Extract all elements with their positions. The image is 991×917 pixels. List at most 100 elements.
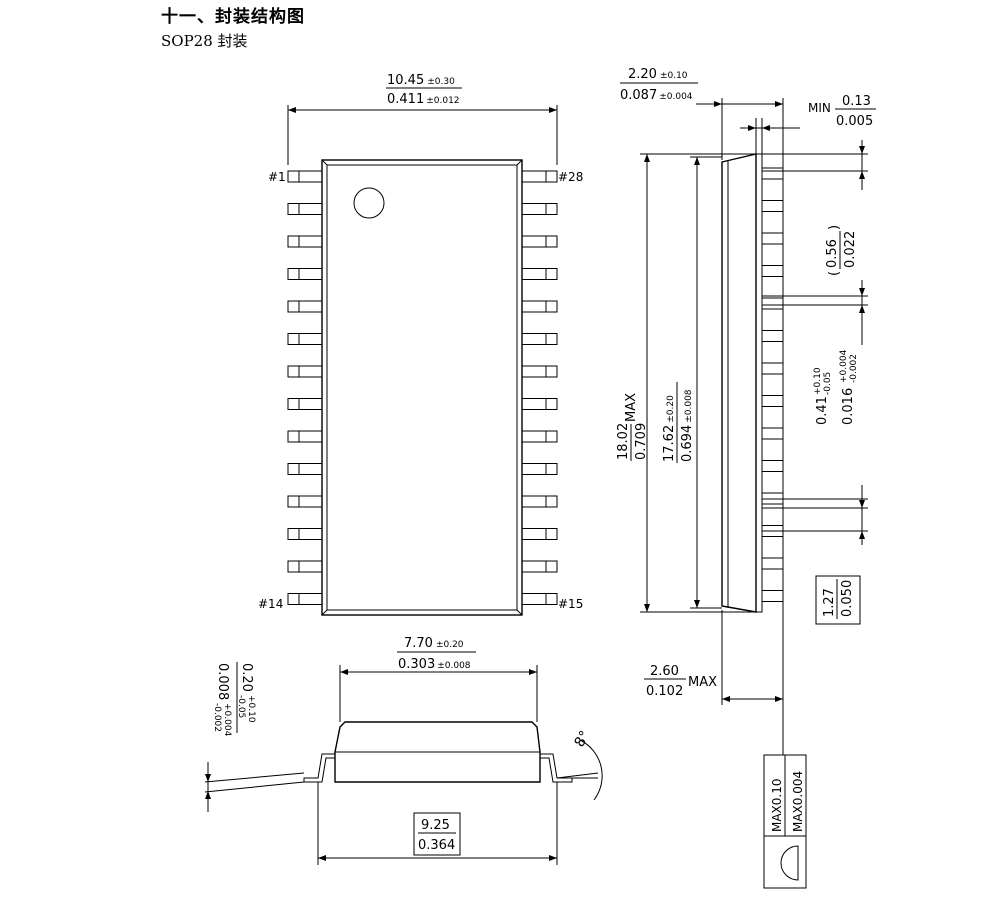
svg-text:0.41: 0.41 — [815, 396, 830, 425]
svg-text:8°: 8° — [572, 728, 594, 750]
left-pin-12 — [287, 528, 323, 540]
coplanarity-callout: MAX0.10 MAX0.004 — [763, 754, 807, 889]
svg-text:0.411±0.012: 0.411±0.012 — [387, 92, 460, 107]
length-max-dimension: 18.02 0.709 MAX — [616, 393, 649, 461]
package-name: SOP28 封装 — [161, 32, 248, 50]
svg-text:0.709: 0.709 — [634, 423, 649, 460]
standoff-dimension: MIN 0.13 0.005 — [808, 94, 876, 129]
side-lead-14 — [761, 590, 784, 602]
svg-text:10.45±0.30: 10.45±0.30 — [387, 73, 455, 88]
svg-text:-0.002: -0.002 — [212, 703, 222, 732]
svg-text:0.087±0.004: 0.087±0.004 — [620, 88, 693, 103]
svg-text:MAX0.004: MAX0.004 — [791, 771, 805, 832]
svg-text:+0.004: +0.004 — [222, 703, 232, 737]
svg-text:0.022: 0.022 — [843, 231, 858, 268]
svg-text:0.13: 0.13 — [842, 94, 871, 109]
svg-text:0.102: 0.102 — [646, 684, 683, 699]
right-pin-18 — [521, 495, 558, 508]
left-pin-14 — [287, 593, 323, 605]
right-pin-26 — [521, 235, 558, 248]
chip-body-inner — [326, 164, 518, 611]
side-height-dimension: 2.20±0.10 0.087±0.004 — [620, 67, 698, 103]
right-pin-row — [521, 170, 558, 605]
side-lead-row — [761, 167, 784, 602]
left-pin-4 — [287, 268, 323, 280]
pin1-marker-dot — [353, 187, 385, 219]
svg-text:MAX: MAX — [688, 675, 717, 690]
svg-text:0.694±0.008: 0.694±0.008 — [680, 389, 695, 462]
svg-text:0.016: 0.016 — [841, 388, 856, 425]
svg-text:2.20±0.10: 2.20±0.10 — [628, 67, 688, 82]
left-pin-7 — [287, 365, 323, 378]
left-pin-6 — [287, 333, 323, 345]
svg-text:0.20: 0.20 — [239, 663, 254, 692]
svg-text:0.050: 0.050 — [840, 580, 855, 617]
width-overall-dimension: 10.45±0.30 0.411±0.012 — [386, 73, 462, 107]
side-lead-4 — [761, 265, 784, 277]
svg-text:-0.05: -0.05 — [823, 372, 833, 395]
left-pin-1 — [287, 170, 323, 183]
left-pin-3 — [287, 235, 323, 248]
svg-text:(: ( — [827, 271, 842, 276]
svg-text:1.27: 1.27 — [822, 588, 837, 617]
svg-text:18.02: 18.02 — [616, 423, 631, 460]
chip-body-outline — [321, 159, 523, 616]
right-pin-19 — [521, 463, 558, 475]
right-pin-24 — [521, 300, 558, 313]
svg-text:MAX0.10: MAX0.10 — [770, 778, 784, 832]
pin1-label: #1 — [268, 170, 286, 184]
right-pin-28 — [521, 170, 558, 183]
svg-text:+0.10: +0.10 — [813, 367, 823, 395]
end-view: 7.70±0.20 0.303±0.008 9.25 0.364 0.20 +0… — [204, 636, 603, 865]
left-pin-10 — [287, 463, 323, 475]
svg-text:7.70±0.20: 7.70±0.20 — [404, 636, 464, 651]
lead-thickness-dimension: 0.20 +0.10 -0.05 0.008 +0.004 -0.002 — [212, 662, 256, 737]
half-circle-symbol — [780, 845, 799, 881]
right-pin-16 — [521, 560, 558, 573]
left-pin-2 — [287, 203, 323, 215]
side-view: 18.02 0.709 MAX 17.62±0.20 0.694±0.008 2… — [616, 67, 876, 889]
svg-text:17.62±0.20: 17.62±0.20 — [662, 395, 677, 462]
lead-width-dimension: 0.41 +0.10 -0.05 0.016 +0.004 -0.002 — [813, 349, 859, 425]
svg-text:0.303±0.008: 0.303±0.008 — [398, 657, 471, 672]
svg-text:0.56: 0.56 — [825, 239, 840, 268]
svg-text:0.008: 0.008 — [215, 663, 230, 700]
side-lead-1 — [761, 167, 784, 180]
side-lead-7 — [761, 362, 784, 375]
left-pin-row — [287, 170, 323, 605]
left-gull-wing-lead — [303, 753, 335, 783]
left-pin-11 — [287, 495, 323, 508]
svg-text:+0.004: +0.004 — [839, 349, 849, 383]
svg-text:9.25: 9.25 — [421, 818, 450, 833]
svg-text:0.005: 0.005 — [836, 114, 873, 129]
right-pin-23 — [521, 333, 558, 345]
svg-text:-0.002: -0.002 — [849, 354, 859, 383]
svg-text:): ) — [827, 225, 842, 230]
body-length-dimension: 17.62±0.20 0.694±0.008 — [662, 382, 695, 463]
body-width-dimension: 7.70±0.20 0.303±0.008 — [397, 636, 476, 672]
svg-text:+0.10: +0.10 — [246, 695, 256, 723]
pitch-dimension: 1.27 0.050 — [822, 579, 855, 619]
svg-text:-0.05: -0.05 — [236, 695, 246, 718]
right-pin-22 — [521, 365, 558, 378]
side-lead-9 — [761, 427, 784, 440]
pin14-label: #14 — [258, 597, 283, 611]
right-pin-21 — [521, 398, 558, 410]
svg-text:0.364: 0.364 — [418, 838, 455, 853]
pin15-label: #15 — [558, 597, 583, 611]
svg-text:MIN: MIN — [808, 101, 831, 115]
side-lead-6 — [761, 330, 784, 342]
lead-spacing-dimension: ( 0.56 0.022 ) — [825, 225, 858, 276]
side-lead-3 — [761, 232, 784, 245]
lead-span-dimension: 9.25 0.364 — [418, 818, 456, 853]
section-title: 十一、封装结构图 — [161, 7, 305, 27]
side-lead-10 — [761, 460, 784, 472]
lead-angle-label: 8° — [572, 728, 594, 750]
left-pin-5 — [287, 300, 323, 313]
right-pin-20 — [521, 430, 558, 443]
right-pin-27 — [521, 203, 558, 215]
svg-text:MAX: MAX — [624, 393, 639, 422]
side-lead-5 — [761, 297, 784, 310]
pin28-label: #28 — [558, 170, 583, 184]
